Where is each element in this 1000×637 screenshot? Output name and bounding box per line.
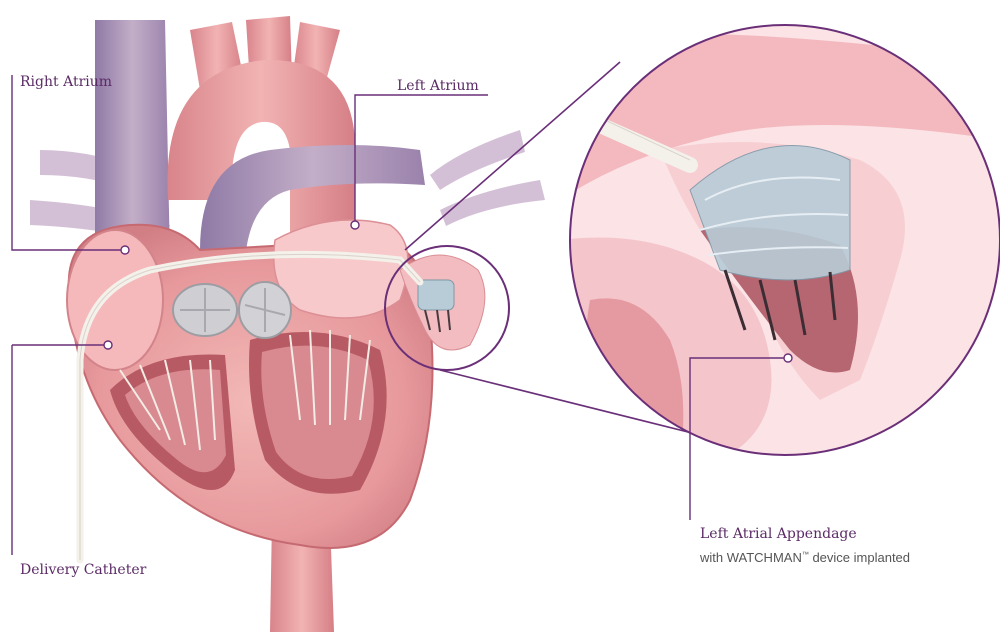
label-device-implanted: with WATCHMAN™ device implanted (700, 550, 910, 565)
leader-lines (11, 75, 788, 555)
device-tm: ™ (801, 551, 809, 559)
vena-cava (95, 20, 170, 265)
label-left-atrial-appendage: Left Atrial Appendage (700, 526, 857, 542)
label-right-atrium: Right Atrium (20, 74, 113, 90)
label-left-atrium: Left Atrium (397, 78, 479, 94)
left-atrium-chamber (273, 219, 409, 319)
label-delivery-catheter: Delivery Catheter (20, 562, 147, 578)
right-atrium-chamber (66, 229, 164, 371)
watchman-device-illustration (689, 144, 851, 341)
device-suffix: device implanted (808, 550, 911, 565)
ventricles (110, 332, 387, 494)
chordae (119, 329, 371, 451)
leader-dots (103, 220, 793, 363)
heart-valves (172, 281, 292, 339)
device-prefix: with WATCHMAN (700, 550, 802, 565)
magnifier-circle (384, 24, 1000, 456)
pulmonary-artery (200, 145, 425, 260)
